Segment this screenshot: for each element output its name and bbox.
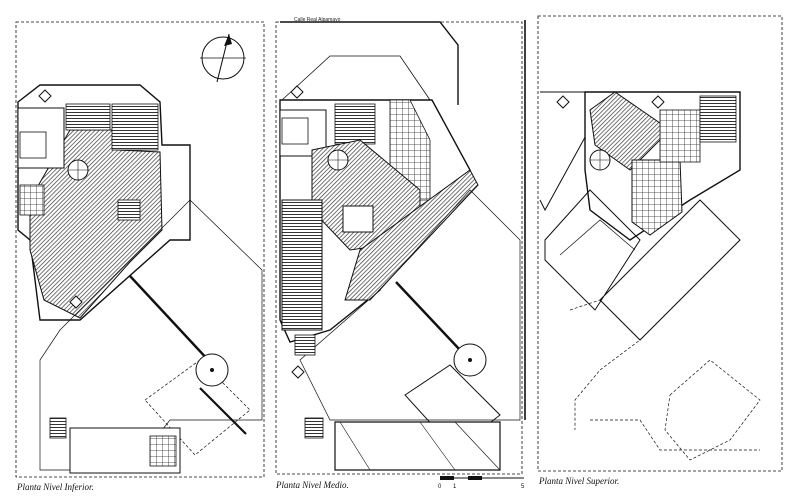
marker-lower-b: [69, 295, 83, 309]
bath-lower: [19, 184, 45, 216]
roof-outline-middle: [281, 55, 431, 101]
marker-upper-b: [651, 95, 665, 109]
grid-room-upper: [631, 159, 683, 236]
roof-edge-upper: [559, 219, 741, 341]
north-arrow-icon: [200, 33, 246, 83]
spiral-stair-upper: [589, 149, 611, 171]
stair-entry-middle: [304, 417, 324, 439]
caption-lower-level: Planta Nivel Inferior.: [17, 482, 94, 492]
garden-outline-middle: [299, 189, 521, 421]
marker-middle-b: [291, 365, 305, 379]
stair-entry-lower: [49, 417, 67, 439]
lower-outline-dashed-upper: [569, 299, 761, 461]
living-hatch-middle: [281, 199, 323, 331]
stair-lower: [117, 199, 141, 221]
caption-upper-level: Planta Nivel Superior.: [539, 476, 620, 486]
tree-middle: [453, 343, 487, 377]
plan-middle-level: 0 1 5: [275, 21, 525, 490]
garage-block-middle: [334, 421, 501, 471]
dining-table-middle: [342, 205, 374, 233]
diagonal-wall-lower: [129, 275, 211, 363]
room-hatch-middle-a: [334, 103, 376, 145]
site-boundary-upper: [537, 15, 783, 472]
bed-middle: [281, 117, 309, 145]
bath-upper: [659, 109, 701, 163]
bath-grid-lower: [149, 435, 177, 467]
lower-outline-dashed-upper-b: [590, 419, 760, 451]
bed-lower: [19, 131, 47, 159]
plan-upper-level: [537, 15, 783, 472]
scale-bar-label-5: 5: [521, 484, 525, 490]
spiral-stair-icon: [67, 159, 89, 181]
site-boundary-lower: [15, 21, 265, 478]
tree-icon: [195, 353, 229, 387]
room-hatch-lower-a: [65, 103, 111, 131]
street-note: Calle Real Alpamayo: [294, 17, 341, 23]
marker-upper-a: [556, 95, 570, 109]
wing-hatch-middle: [344, 169, 479, 301]
scale-bar-label-1: 1: [453, 484, 457, 490]
scale-bar: 0 1 5: [438, 476, 525, 490]
section-marker-icon: [38, 89, 52, 103]
stair-middle: [294, 334, 316, 356]
garage-roof-lines-middle: [339, 421, 501, 471]
spiral-stair-middle: [327, 149, 349, 171]
scale-bar-label-0: 0: [438, 484, 442, 490]
plan-lower-level: [15, 21, 265, 478]
caption-middle-level: Planta Nivel Medio.: [276, 480, 349, 490]
street-boundary-middle: [280, 21, 459, 105]
garage-dashed-lower: [144, 359, 251, 456]
hatch-wing-upper: [589, 91, 671, 171]
hatch-room-upper: [699, 95, 737, 143]
ramp-line-lower: [199, 387, 247, 435]
marker-middle-a: [290, 85, 304, 99]
diagonal-wall-middle: [395, 281, 461, 351]
room-hatch-lower-b: [111, 103, 159, 151]
